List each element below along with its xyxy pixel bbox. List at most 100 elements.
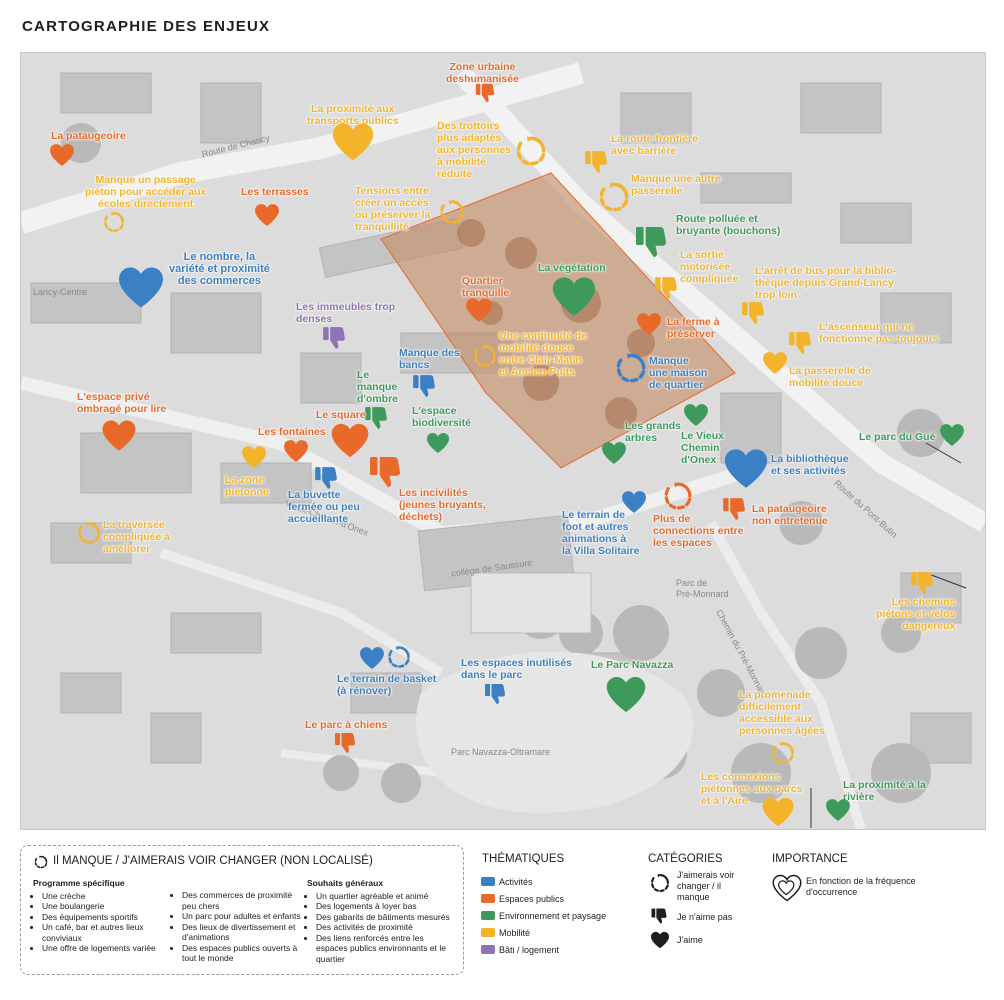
legend-item: Un quartier agréable et animé — [316, 891, 457, 902]
label-terrain-basket: Le terrain de basket (à rénover) — [337, 673, 437, 697]
label-continuite: Une continuité de mobilité douce entre C… — [499, 330, 588, 378]
change-icon — [615, 352, 647, 384]
label-nombre-commerces: Le nombre, la variété et proximité des c… — [169, 251, 270, 287]
thumb-down-icon — [787, 330, 813, 356]
heart-icon — [605, 675, 647, 714]
heart-icon — [601, 441, 627, 465]
change-icon — [387, 645, 411, 669]
label-passage-pieton: Manque un passage piéton pour accéder au… — [85, 174, 207, 210]
change-icon — [103, 211, 125, 233]
legend-programme-col2: Des commerces de proximité peu chers Un … — [173, 890, 305, 964]
importance-text: En fonction de la fréquence d'occurrence — [806, 876, 916, 897]
label-tensions: Tensions entre créer un accès ou préserv… — [355, 185, 431, 233]
label-terrain-foot: Le terrain de foot et autres animations … — [562, 509, 640, 557]
label-proximite-riviere: La proximité à la rivière — [843, 779, 926, 803]
heart-icon — [283, 439, 309, 463]
category-naime-pas-label: Je n'aime pas — [677, 912, 733, 922]
heart-icon — [465, 297, 493, 323]
legend-item: Des logements à loyer bas — [316, 901, 457, 912]
heart-outline-icon — [772, 874, 802, 902]
label-autre-passerelle: Manque une autre passerelle — [631, 173, 721, 197]
category-changer-label: J'aimerais voir changer / il manque — [677, 870, 735, 902]
label-connexions-espaces: Plus de connections entre les espaces — [653, 513, 744, 549]
thumb-down-icon — [583, 149, 609, 175]
label-parc-chiens: Le parc à chiens — [305, 719, 388, 731]
heart-icon — [621, 490, 647, 514]
thumb-down-icon — [411, 373, 437, 399]
label-buvette: La buvette fermée ou peu accueillante — [288, 489, 360, 525]
label-vegetation: La végétation — [538, 262, 606, 274]
label-trottoirs: Des trottoirs plus adaptés aux personnes… — [437, 120, 512, 180]
label-promenade: La promenade difficilement accessible au… — [739, 689, 825, 737]
label-passerelle-mobilite: La passerelle de mobilité douce — [789, 365, 871, 389]
thumb-down-icon — [474, 82, 496, 104]
legend-item: Des activités de proximité — [316, 922, 457, 933]
thumb-down-icon — [653, 275, 679, 301]
change-icon — [473, 344, 497, 368]
label-manque-bancs: Manque des bancs — [399, 347, 460, 371]
thumb-down-icon — [367, 454, 403, 490]
label-route-frontiere: La route frontière avec barrière — [611, 133, 698, 157]
legend-item: Une offre de logements variée — [42, 943, 173, 954]
label-parc-navazza: Le Parc Navazza — [591, 659, 674, 671]
label-arret-bus: L'arrêt de bus pour la biblio- thèque de… — [755, 265, 897, 301]
legend-header: Il MANQUE / J'AIMERAIS VOIR CHANGER (NON… — [53, 855, 373, 867]
label-espace-prive: L'espace privé ombragé pour lire — [77, 391, 167, 415]
legend-item: Une crèche — [42, 891, 173, 902]
thumb-down-icon — [321, 325, 347, 351]
thumb-down-icon — [333, 731, 357, 755]
change-icon — [439, 199, 465, 225]
label-zone-urbaine: Zone urbaine deshumanisée — [446, 61, 519, 85]
label-pataugeoire: La pataugeoire — [51, 130, 126, 142]
theme-environnement: Environnement et paysage — [481, 911, 606, 921]
heart-icon — [551, 275, 597, 318]
label-traversee: La traversée compliquée à améliorer — [103, 519, 171, 555]
heart-icon — [723, 447, 769, 490]
legend-programme-title: Programme spécifique — [33, 878, 125, 888]
legend-item: Une boulangerie — [42, 901, 173, 912]
label-parc-pre-monnard: Parc de Pré-Monnard — [676, 578, 729, 599]
legend-programme-col1: Programme spécifique Une crèche Une boul… — [33, 878, 173, 954]
label-sortie-motorisee: La sortie motorisée compliquée — [680, 249, 739, 285]
label-incivilites: Les incivilités (jeunes bruyants, déchet… — [399, 487, 486, 523]
label-terrasses: Les terrasses — [241, 186, 309, 198]
label-vieux-chemin-onex: Le Vieux Chemin d'Onex — [681, 430, 724, 466]
label-ascenseur: L'ascenseur qui ne fonctionne pas toujou… — [819, 321, 939, 345]
street-lancy-centre: Lancy-Centre — [33, 287, 88, 297]
categories-title: CATÉGORIES — [648, 853, 723, 865]
change-icon — [771, 741, 795, 765]
legend-item: Des lieux de divertissement et d'animati… — [182, 922, 305, 943]
change-icon — [663, 481, 693, 511]
label-zone-pietonne: La zone piétonne — [225, 474, 269, 498]
legend-item: Un café, bar et autres lieux conviviaux — [42, 922, 173, 943]
category-aime-label: J'aime — [677, 935, 703, 945]
heart-icon — [636, 312, 662, 336]
thumb-down-icon — [483, 682, 507, 706]
label-quartier-tranquille: Quartier tranquille — [462, 275, 510, 299]
thumb-down-icon — [909, 570, 935, 596]
aerial-map[interactable]: Route de Chancy Lancy-Centre Vieux-Chemi… — [20, 52, 986, 830]
theme-bati: Bâti / logement — [481, 945, 559, 955]
label-chemins-dangereux: Les chemins piétons et vélos dangereux — [876, 596, 956, 632]
label-square: Le square — [316, 409, 366, 421]
heart-icon — [761, 796, 795, 828]
label-fontaines: Les fontaines — [258, 426, 326, 438]
label-parc-navazza-oltramare: Parc Navazza-Oltramare — [451, 747, 551, 757]
label-espace-biodiversite: L'espace biodiversité — [412, 405, 471, 429]
thumb-down-icon — [740, 300, 766, 326]
label-parc-gue: Le parc du Gué — [859, 431, 936, 443]
change-icon — [77, 521, 101, 545]
heart-icon — [359, 646, 385, 670]
label-ferme: La ferme à préserver — [667, 316, 720, 340]
legend-souhaits-col: Souhaits généraux Un quartier agréable e… — [307, 878, 457, 964]
heart-icon — [825, 798, 851, 822]
heart-icon — [331, 121, 375, 163]
label-maison-quartier: Manque une maison de quartier — [649, 355, 708, 391]
label-manque-ombre: Le manque d'ombre — [357, 369, 399, 405]
legend-item: Des gabarits de bâtiments mesurés — [316, 912, 457, 923]
change-icon — [34, 855, 48, 869]
page-title: CARTOGRAPHIE DES ENJEUX — [22, 18, 271, 35]
legend-souhaits-title: Souhaits généraux — [307, 878, 384, 888]
label-pataugeoire-non: La pataugeoire non entretenue — [752, 503, 828, 527]
label-connexions-parcs: Les connexions piétonnes aux parcs et à … — [701, 771, 803, 807]
